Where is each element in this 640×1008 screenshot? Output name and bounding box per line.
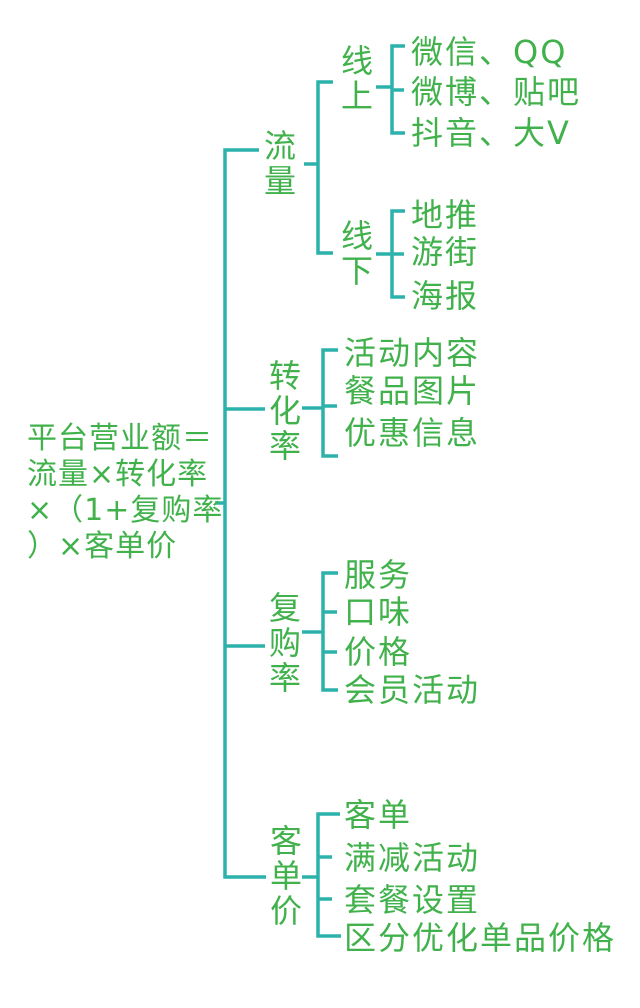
node-avg-order-value: 客单价 <box>265 824 303 929</box>
leaf-order: 客单 <box>344 796 413 834</box>
leaf-food-photos: 餐品图片 <box>344 372 481 410</box>
leaf-member-activity: 会员活动 <box>344 671 481 709</box>
leaf-service: 服务 <box>344 556 413 594</box>
leaf-poster: 海报 <box>411 277 480 315</box>
node-conversion-rate: 转化率 <box>264 359 302 464</box>
avg-order-bracket <box>316 812 341 938</box>
leaf-weibo-tieba: 微博、贴吧 <box>411 73 582 111</box>
leaf-taste: 口味 <box>344 593 413 631</box>
root-line-1: 平台营业额＝ <box>27 421 213 456</box>
leaf-price: 价格 <box>344 633 413 671</box>
leaf-discount-info: 优惠信息 <box>344 414 481 452</box>
spine-line <box>223 148 266 879</box>
traffic-bracket <box>316 80 333 255</box>
node-repurchase-rate: 复购率 <box>264 591 302 696</box>
leaf-street-promo: 游街 <box>411 233 480 271</box>
root-line-2: 流量×转化率 <box>27 457 209 492</box>
leaf-full-discount: 满减活动 <box>344 839 481 877</box>
leaf-douyin-bigv: 抖音、大V <box>411 114 571 152</box>
root-line-3: ×（1+复购率 <box>27 493 224 528</box>
node-traffic: 流量 <box>259 129 297 199</box>
conversion-bracket <box>321 348 338 458</box>
leaf-ground-promo: 地推 <box>411 196 480 234</box>
node-offline: 线下 <box>336 219 374 289</box>
leaf-activity-content: 活动内容 <box>344 334 481 372</box>
node-online: 线上 <box>336 44 374 114</box>
leaf-item-pricing: 区分优化单品价格 <box>344 919 617 957</box>
leaf-wechat-qq: 微信、QQ <box>411 33 568 71</box>
repurchase-bracket <box>321 571 338 692</box>
root-node-revenue-formula: 平台营业额＝ 流量×转化率 ×（1+复购率 ）×客单价 <box>27 421 222 565</box>
root-line-4: ）×客单价 <box>27 529 178 564</box>
leaf-combo-setup: 套餐设置 <box>344 881 481 919</box>
